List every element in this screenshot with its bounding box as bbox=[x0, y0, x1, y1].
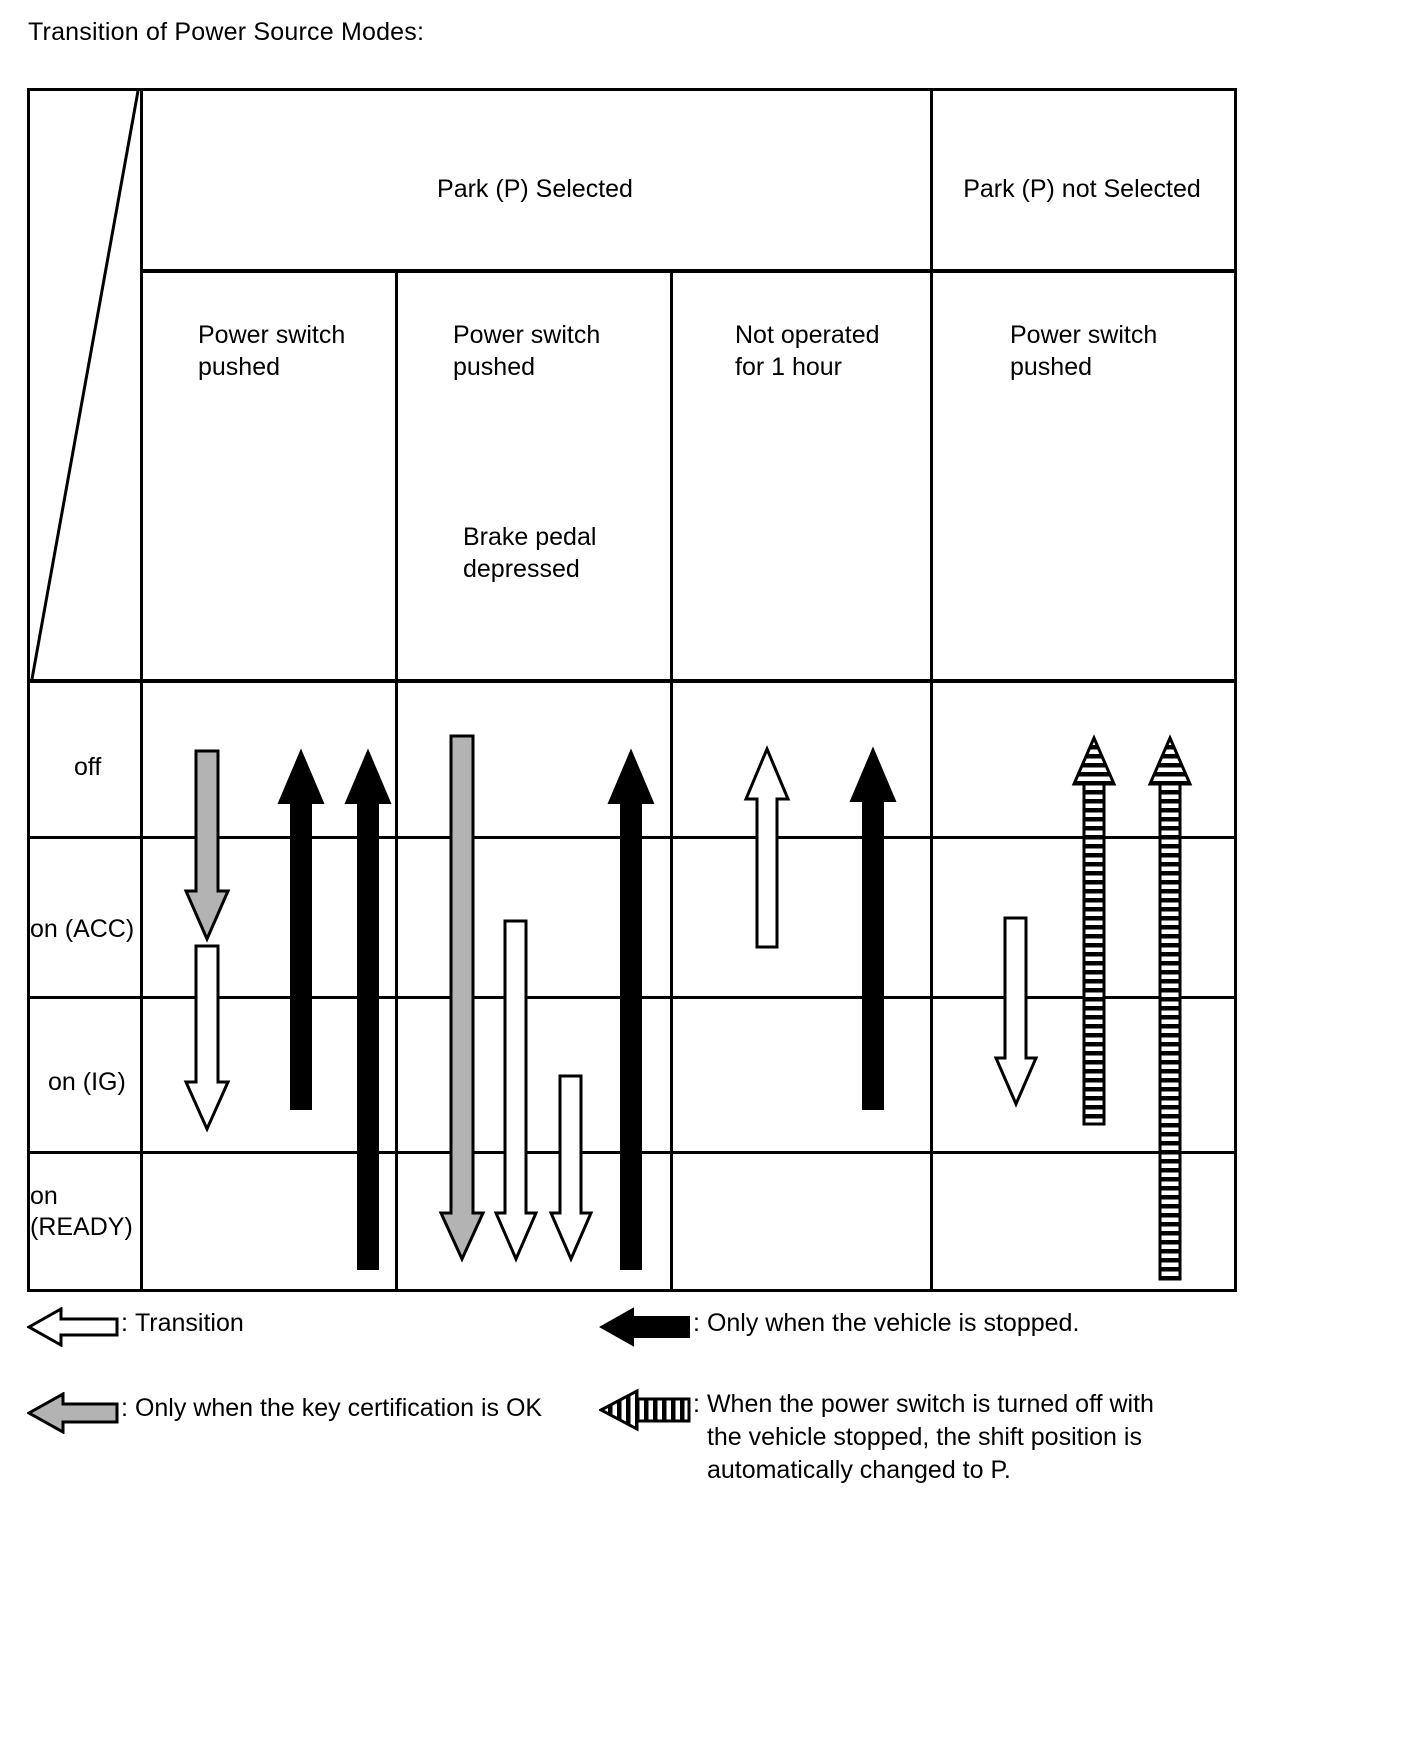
row-label-on-acc: on (ACC) bbox=[30, 915, 135, 943]
column-header-3-primary: Not operated for 1 hour bbox=[735, 321, 880, 381]
group-header-park-not-selected: Park (P) not Selected bbox=[963, 175, 1201, 203]
grid-vline-col3-col4 bbox=[930, 91, 933, 1289]
legend-separator-1: : bbox=[121, 1309, 128, 1337]
legend-separator-3: : bbox=[121, 1394, 128, 1422]
arrow-col2-black-up bbox=[607, 748, 655, 1271]
grid-hline-group-header bbox=[140, 269, 1237, 273]
arrow-col1-gray-down bbox=[183, 749, 231, 943]
legend-text-key-certification: Only when the key certification is OK bbox=[134, 1394, 543, 1422]
legend-outline-arrow-icon bbox=[25, 1306, 119, 1352]
row-label-on-ready: on (READY) bbox=[30, 1182, 133, 1241]
arrow-col1-black-up-from-ready bbox=[344, 748, 392, 1271]
page-title: Transition of Power Source Modes: bbox=[28, 18, 425, 46]
grid-vline-label-col bbox=[140, 91, 143, 1289]
legend-separator-2: : bbox=[693, 1309, 700, 1337]
arrow-col4-outline-down bbox=[993, 916, 1039, 1108]
arrow-col3-outline-up bbox=[743, 745, 791, 949]
column-header-2-primary: Power switch pushed bbox=[453, 321, 601, 381]
legend-striped-arrow-icon bbox=[597, 1388, 691, 1437]
legend-text-transition: Transition bbox=[134, 1309, 244, 1337]
arrow-col1-outline-down bbox=[183, 944, 231, 1133]
column-header-4-primary: Power switch pushed bbox=[1010, 321, 1158, 381]
row-label-off: off bbox=[74, 753, 102, 781]
legend-text-vehicle-stopped: Only when the vehicle is stopped. bbox=[706, 1309, 1080, 1337]
legend-item-vehicle-stopped: : Only when the vehicle is stopped. bbox=[598, 1307, 1080, 1352]
arrow-col4-striped-up-from-ready bbox=[1147, 734, 1193, 1281]
column-header-2-secondary: Brake pedal depressed bbox=[463, 523, 597, 583]
group-header-park-selected: Park (P) Selected bbox=[437, 175, 633, 203]
power-mode-transition-table: Park (P) Selected Park (P) not Selected … bbox=[27, 88, 1237, 1292]
legend-item-transition: : Transition bbox=[25, 1306, 244, 1352]
grid-vline-col2-col3 bbox=[670, 269, 673, 1289]
arrow-col1-black-up-from-ig bbox=[277, 748, 325, 1111]
arrow-col4-striped-up-from-ig bbox=[1071, 734, 1117, 1126]
grid-hline-header-body bbox=[30, 679, 1234, 683]
legend-black-arrow-icon bbox=[598, 1307, 691, 1352]
corner-diagonal-divider bbox=[30, 91, 145, 681]
arrow-col3-black-up bbox=[849, 746, 897, 1111]
grid-vline-col1-col2 bbox=[395, 269, 398, 1289]
legend-text-auto-shift-to-p: When the power switch is turned off with… bbox=[706, 1390, 1154, 1484]
arrow-col2-outline-down-from-ig bbox=[548, 1074, 594, 1263]
row-label-on-ig: on (IG) bbox=[48, 1068, 126, 1096]
arrow-col2-gray-down bbox=[438, 734, 486, 1263]
legend-gray-arrow-icon bbox=[25, 1391, 119, 1439]
legend-separator-4: : bbox=[693, 1390, 700, 1418]
column-header-1-primary: Power switch pushed bbox=[198, 321, 346, 381]
legend-item-auto-shift-to-p: : When the power switch is turned off wi… bbox=[597, 1388, 1154, 1487]
arrow-col2-outline-down-from-acc bbox=[493, 919, 539, 1263]
legend-item-key-certification: : Only when the key certification is OK bbox=[25, 1391, 543, 1439]
